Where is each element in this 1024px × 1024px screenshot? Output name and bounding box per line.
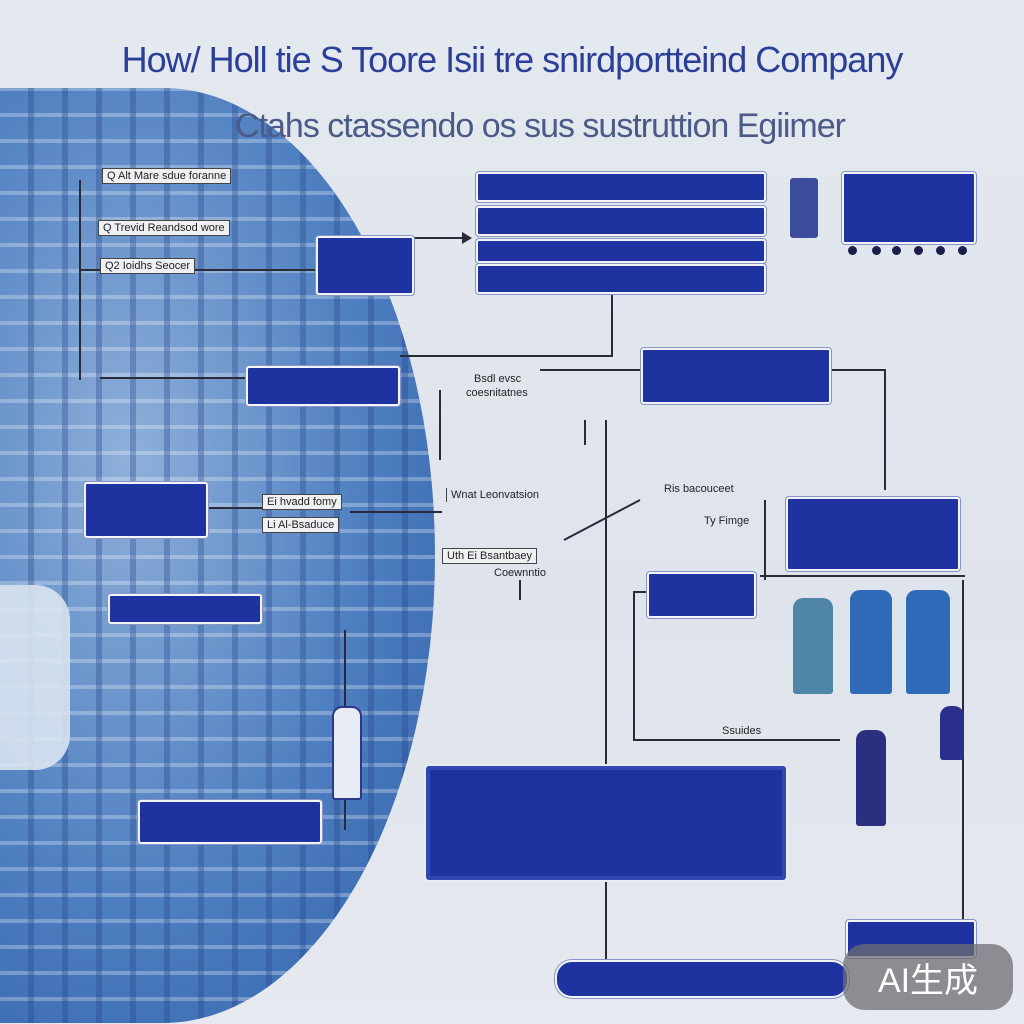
process-box[interactable] [246,366,400,406]
label-left-note-1: Ei hvadd fomy [262,494,342,510]
label-mid-note-2: coesnitatnes [466,387,528,399]
cable-icon [790,178,818,238]
stack-bar-4[interactable] [476,264,766,294]
node-dot [872,246,881,255]
label-top-left-3: Q2 Ioidhs Seocer [100,258,195,274]
control-panel[interactable] [426,766,786,880]
label-top-left-1: Q Alt Mare sdue foranne [102,168,232,184]
node-dot [848,246,857,255]
process-box[interactable] [108,594,262,624]
node-dot [892,246,901,255]
label-center-box-2: Coewnntio [494,567,546,579]
label-left-note-2: Li Al-Bsaduce [262,517,340,533]
person-figure-icon [793,598,833,694]
process-box[interactable] [647,572,756,618]
process-box[interactable] [786,497,960,571]
label-top-left-2: Q Trevid Reandsod wore [98,220,230,236]
server-box[interactable] [842,172,976,244]
process-box[interactable] [138,800,322,844]
stack-bar-3[interactable] [476,239,766,263]
window-shape [0,585,70,770]
diagram-subtitle: Ctahs ctassendo os sus sustruttion Egiim… [235,107,846,145]
node-dot [936,246,945,255]
stack-bar-1[interactable] [476,172,766,202]
person-figure-icon [906,590,950,694]
process-box[interactable] [316,236,414,295]
node-dot [958,246,967,255]
person-figure-icon [850,590,892,694]
label-center-note: Wnat Leonvatsion [446,488,543,502]
node-dot [914,246,923,255]
label-center-box-1: Uth Ei Bsantbaey [442,548,537,564]
pipeline-bar [555,960,849,998]
label-lower-note: Ssuides [722,725,762,737]
diagram-title: How/ Holl tie S Toore Isii tre snirdport… [121,39,904,80]
ai-generated-watermark: AI生成 [843,944,1013,1010]
process-box[interactable] [641,348,831,404]
label-right-note-2: Ty Fimge [704,515,750,527]
tank-icon [332,706,362,800]
label-right-note-1: Ris bacouceet [664,483,734,495]
person-figure-icon [856,730,886,826]
process-box[interactable] [84,482,208,538]
device-icon [940,706,964,760]
stack-bar-2[interactable] [476,206,766,236]
label-mid-note-1: Bsdl evsc [474,373,522,385]
